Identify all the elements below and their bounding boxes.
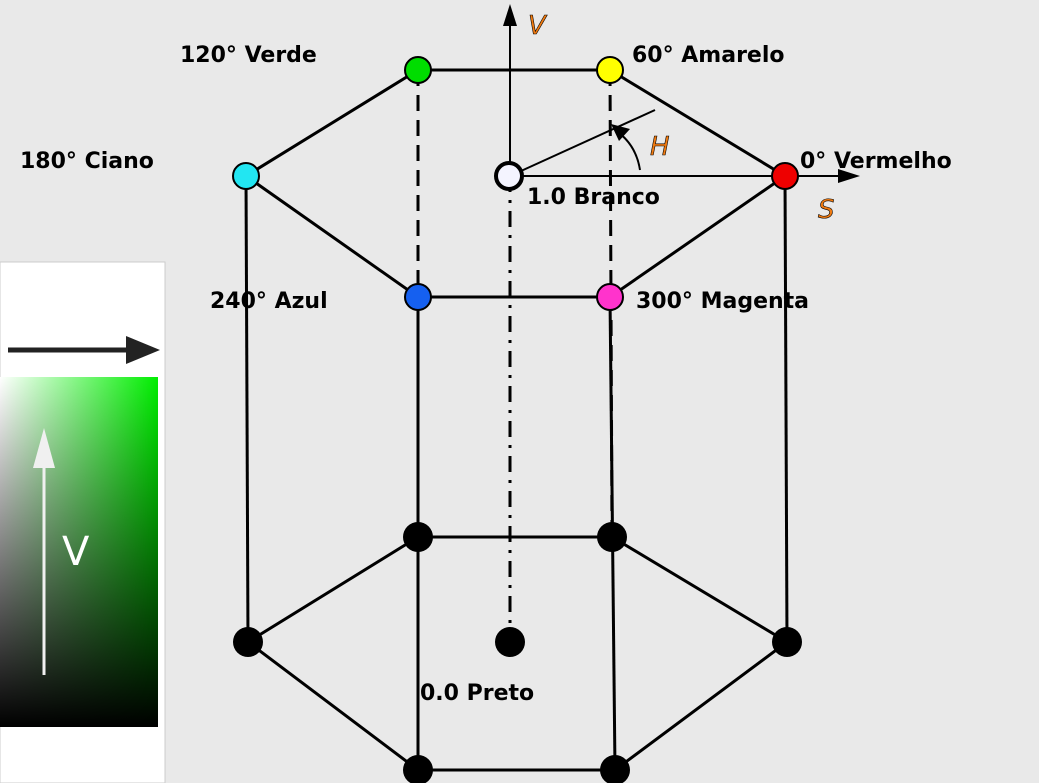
vertex-black-2 [597, 522, 627, 552]
label-azul: 240° Azul [210, 289, 328, 314]
black-vertices [233, 522, 802, 783]
vertex-magenta [596, 283, 624, 311]
s-axis-label: S [818, 195, 835, 225]
vertex-black-5 [403, 755, 433, 783]
label-verde: 120° Verde [180, 43, 317, 68]
vertex-white [494, 161, 524, 191]
hue-vertices [232, 56, 799, 311]
label-amarelo: 60° Amarelo [632, 43, 785, 68]
vertex-black-4 [772, 627, 802, 657]
vertex-cyan [232, 162, 260, 190]
v-axis-label: V [528, 11, 548, 41]
h-axis-label: H [650, 132, 670, 162]
label-preto: 0.0 Preto [420, 681, 534, 706]
vertex-black-3 [233, 627, 263, 657]
sv-gradient-inset: V [0, 261, 166, 783]
label-magenta: 300° Magenta [636, 289, 809, 314]
vertex-yellow [596, 56, 624, 84]
h-arc-arrowhead [611, 124, 630, 141]
inset-saturation-arrowhead [126, 336, 160, 364]
s-axis-arrowhead [838, 169, 860, 183]
label-branco: 1.0 Branco [527, 185, 660, 210]
edge-cyan [244, 175, 250, 643]
label-vermelho: 0° Vermelho [800, 149, 952, 174]
vertex-black-1 [403, 522, 433, 552]
inset-value-arrowhead [33, 428, 55, 468]
inset-value-gradient [0, 377, 158, 727]
v-axis-arrowhead [503, 4, 517, 26]
inset-value-label: V [62, 529, 90, 575]
h-reference-line [509, 109, 656, 177]
edge-red [783, 175, 789, 643]
vertex-red [771, 162, 799, 190]
vertex-labels: 120° Verde 60° Amarelo 180° Ciano 0° Ver… [20, 43, 952, 706]
label-ciano: 180° Ciano [20, 149, 154, 174]
vertex-blue [404, 283, 432, 311]
vertex-black-6 [600, 755, 630, 783]
vertex-green [404, 56, 432, 84]
vertex-preto [495, 627, 525, 657]
